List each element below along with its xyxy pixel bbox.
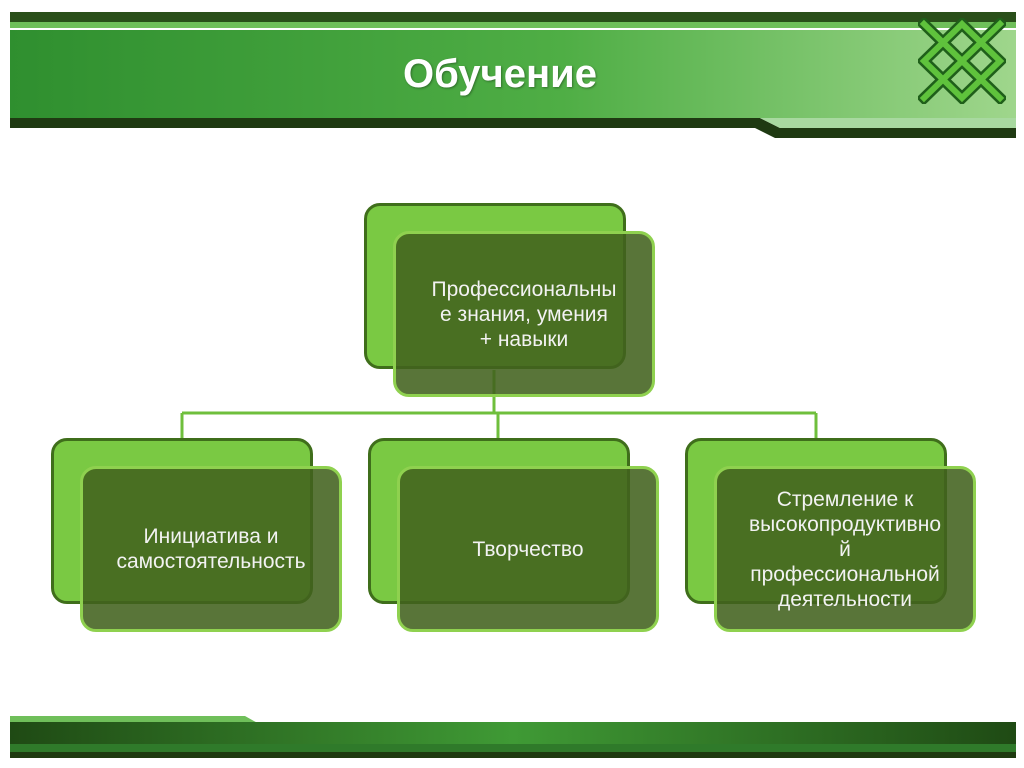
footer-band xyxy=(10,716,1016,758)
root-node: Профессиональны е знания, умения + навык… xyxy=(393,231,655,397)
child-node-label: Инициатива и самостоятельность xyxy=(116,525,306,573)
child-node-initiative: Инициатива и самостоятельность xyxy=(80,466,342,632)
header-band xyxy=(10,12,1016,138)
root-node-label: Профессиональны е знания, умения + навык… xyxy=(431,277,617,351)
child-node-aspiration: Стремление к высокопродуктивно й професс… xyxy=(714,466,976,632)
child-node-label: Стремление к высокопродуктивно й професс… xyxy=(749,487,941,611)
child-node-label: Творчество xyxy=(472,537,584,561)
slide-title: Обучение xyxy=(402,52,597,96)
interlocked-knot-icon xyxy=(918,18,1006,104)
child-node-creativity: Творчество xyxy=(397,466,659,632)
